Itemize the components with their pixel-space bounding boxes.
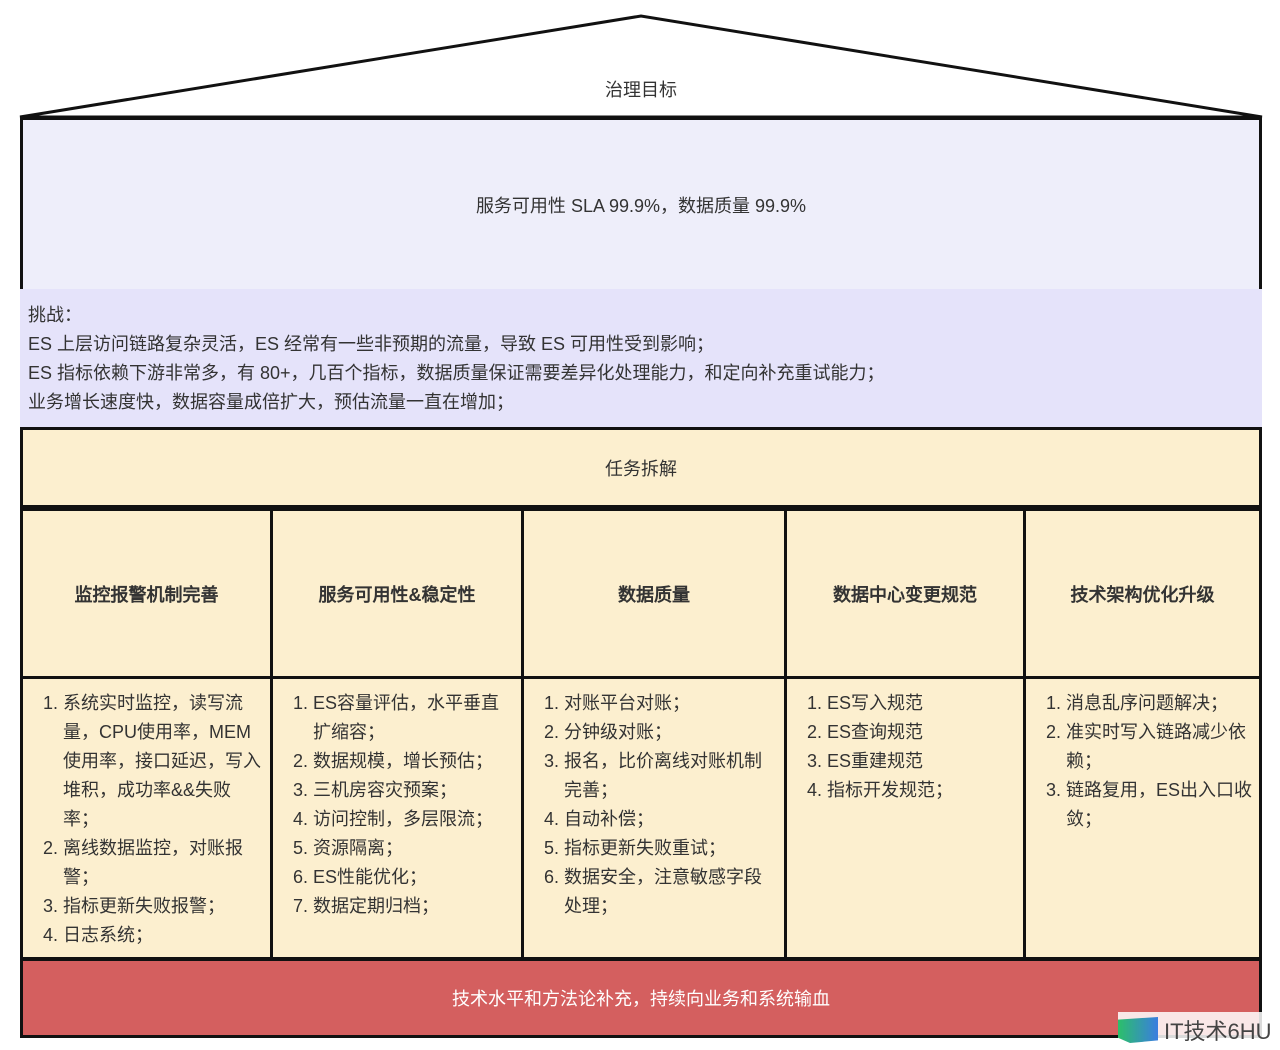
column-list: 系统实时监控，读写流量，CPU使用率，MEM使用率，接口延迟，写入堆积，成功率&… (39, 689, 264, 950)
column-body: 消息乱序问题解决；准实时写入链路减少依赖；链路复用，ES出入口收敛； (1023, 676, 1262, 960)
challenge-line: 业务增长速度快，数据容量成倍扩大，预估流量一直在增加； (28, 392, 514, 412)
goal-text: 服务可用性 SLA 99.9%，数据质量 99.9% (475, 195, 807, 216)
list-item: 对账平台对账； (564, 689, 778, 718)
list-item: 访问控制，多层限流； (313, 805, 515, 834)
list-item: 自动补偿； (564, 805, 778, 834)
column-title: 技术架构优化升级 (1070, 584, 1215, 605)
list-item: ES重建规范 (827, 747, 1017, 776)
challenge-line: ES 上层访问链路复杂灵活，ES 经常有一些非预期的流量，导致 ES 可用性受到… (28, 334, 715, 354)
list-item: 准实时写入链路减少依赖； (1066, 718, 1253, 776)
challenge-line: ES 指标依赖下游非常多，有 80+，几百个指标，数据质量保证需要差异化处理能力… (28, 363, 885, 383)
list-item: 报名，比价离线对账机制完善； (564, 747, 778, 805)
list-item: ES性能优化； (313, 863, 515, 892)
list-item: 日志系统； (63, 921, 264, 950)
watermark-logo-icon (1118, 1017, 1158, 1043)
list-item: ES查询规范 (827, 718, 1017, 747)
column-header: 监控报警机制完善 (20, 508, 273, 679)
challenges-band: 挑战： ES 上层访问链路复杂灵活，ES 经常有一些非预期的流量，导致 ES 可… (20, 289, 1262, 430)
list-item: 系统实时监控，读写流量，CPU使用率，MEM使用率，接口延迟，写入堆积，成功率&… (63, 689, 264, 834)
column-title: 数据中心变更规范 (833, 584, 977, 605)
list-item: ES写入规范 (827, 689, 1017, 718)
column-body: 系统实时监控，读写流量，CPU使用率，MEM使用率，接口延迟，写入堆积，成功率&… (20, 676, 273, 960)
column-header: 数据质量 (521, 508, 787, 679)
column-header: 技术架构优化升级 (1023, 508, 1262, 679)
list-item: 指标开发规范； (827, 776, 1017, 805)
watermark-text: IT技术6HU (1164, 1019, 1272, 1044)
column-list: ES写入规范ES查询规范ES重建规范指标开发规范； (803, 689, 1017, 805)
column-list: 消息乱序问题解决；准实时写入链路减少依赖；链路复用，ES出入口收敛； (1042, 689, 1253, 834)
watermark: IT技术6HU (1118, 1012, 1278, 1048)
column-list: 对账平台对账；分钟级对账；报名，比价离线对账机制完善；自动补偿；指标更新失败重试… (540, 689, 778, 921)
column-body: ES容量评估，水平垂直扩缩容；数据规模，增长预估；三机房容灾预案；访问控制，多层… (270, 676, 524, 960)
tasks-title: 任务拆解 (605, 458, 677, 479)
footer-text: 技术水平和方法论补充，持续向业务和系统输血 (452, 989, 830, 1009)
column-title: 数据质量 (618, 584, 690, 605)
list-item: 分钟级对账； (564, 718, 778, 747)
roof-title: 治理目标 (605, 80, 677, 100)
goal-band: 服务可用性 SLA 99.9%，数据质量 99.9% (20, 117, 1262, 292)
list-item: 指标更新失败重试； (564, 834, 778, 863)
column-body: 对账平台对账；分钟级对账；报名，比价离线对账机制完善；自动补偿；指标更新失败重试… (521, 676, 787, 960)
footer-band: 技术水平和方法论补充，持续向业务和系统输血 (20, 958, 1262, 1038)
list-item: 资源隔离； (313, 834, 515, 863)
column-header: 服务可用性&稳定性 (270, 508, 524, 679)
list-item: 三机房容灾预案； (313, 776, 515, 805)
column-title: 监控报警机制完善 (74, 584, 219, 605)
column-title: 服务可用性&稳定性 (318, 584, 476, 605)
list-item: 消息乱序问题解决； (1066, 689, 1253, 718)
list-item: 数据定期归档； (313, 892, 515, 921)
list-item: 链路复用，ES出入口收敛； (1066, 776, 1253, 834)
list-item: 数据规模，增长预估； (313, 747, 515, 776)
column-body: ES写入规范ES查询规范ES重建规范指标开发规范； (784, 676, 1026, 960)
tasks-band: 任务拆解 (20, 427, 1262, 508)
list-item: ES容量评估，水平垂直扩缩容； (313, 689, 515, 747)
list-item: 数据安全，注意敏感字段处理； (564, 863, 778, 921)
list-item: 离线数据监控，对账报警； (63, 834, 264, 892)
column-list: ES容量评估，水平垂直扩缩容；数据规模，增长预估；三机房容灾预案；访问控制，多层… (289, 689, 515, 921)
list-item: 指标更新失败报警； (63, 892, 264, 921)
roof-triangle (19, 14, 1263, 119)
challenges-title: 挑战： (28, 305, 82, 325)
column-header: 数据中心变更规范 (784, 508, 1026, 679)
